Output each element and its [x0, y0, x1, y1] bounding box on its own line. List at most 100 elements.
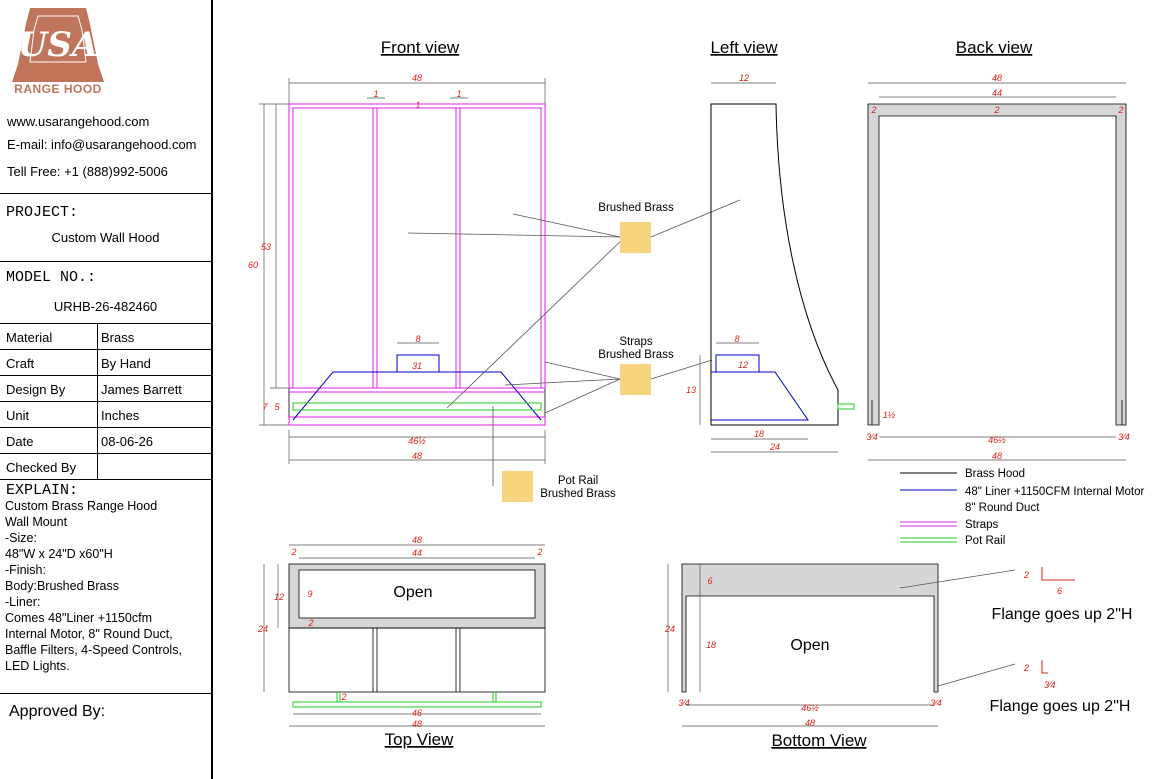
- dim-label: 60: [248, 260, 258, 270]
- dim-label: 48: [412, 535, 422, 545]
- legend-label: Straps: [965, 519, 998, 531]
- website[interactable]: www.usarangehood.com: [7, 114, 150, 129]
- title-block: USA RANGE HOOD www.usarangehood.com E-ma…: [0, 0, 213, 779]
- explain-line: 48"W x 24"D x60"H: [5, 547, 113, 561]
- spec-key: Design By: [6, 382, 66, 397]
- legend: Brass Hood 48" Liner +1150CFM Internal M…: [900, 468, 1145, 547]
- dim-label: 48: [412, 719, 422, 729]
- dim-label: 24: [664, 624, 675, 634]
- left-view: 12 8 12 13 18 24: [686, 73, 855, 453]
- flange-detail-1: 2 6 Flange goes up 2"H: [992, 567, 1133, 623]
- divider: [0, 693, 211, 694]
- top-view-title: Top View: [385, 730, 454, 749]
- dim-label: 3⁄4: [1044, 680, 1056, 690]
- dim-label: 48: [805, 718, 815, 728]
- straps-label: Straps: [619, 336, 652, 348]
- dim-label: 1½: [883, 410, 896, 420]
- phone: Tell Free: +1 (888)992-5006: [7, 164, 168, 179]
- dim-label: 12: [738, 360, 748, 370]
- dim-label: 48: [992, 73, 1002, 83]
- liner: [292, 354, 542, 421]
- dim-label: 46½: [801, 703, 819, 713]
- dim-label: 2: [993, 105, 999, 115]
- front-view-title: Front view: [381, 38, 460, 57]
- dim-label: 46½: [988, 435, 1006, 445]
- spec-value: James Barrett: [101, 382, 182, 397]
- explain-line: Baffle Filters, 4-Speed Controls,: [5, 643, 182, 657]
- dim-label: 1: [415, 100, 420, 110]
- spec-row: Design By James Barrett: [0, 376, 211, 402]
- legend-label: 48" Liner +1150CFM Internal Motor: [965, 486, 1145, 498]
- spec-value: Brass: [101, 330, 135, 345]
- explain-line: Internal Motor, 8" Round Duct,: [5, 627, 173, 641]
- explain-line: -Liner:: [5, 595, 41, 609]
- bottom-view: 6 18 Open 24 3⁄4 3⁄4 46½ 48: [664, 563, 1016, 728]
- spec-key: Date: [6, 434, 34, 449]
- straps: [288, 103, 546, 426]
- explain-line: Custom Brass Range Hood: [5, 499, 158, 513]
- dim-label: 8: [734, 334, 739, 344]
- spec-value: 08-06-26: [101, 434, 154, 449]
- dim-label: 2: [1023, 570, 1029, 580]
- dim-label: 2: [290, 547, 296, 557]
- flange-note-2: Flange goes up 2"H: [990, 698, 1131, 715]
- brushed-brass-label: Brushed Brass: [598, 202, 674, 214]
- explain-line: LED Lights.: [5, 659, 70, 673]
- dim-label: 2: [340, 692, 346, 702]
- dim-label: 2: [1023, 663, 1029, 673]
- dim-label: 3⁄4: [930, 698, 942, 708]
- dim-label: 1: [456, 89, 461, 99]
- spec-value: By Hand: [101, 356, 151, 371]
- drawing-area: Front view Left view Back view Top View …: [248, 38, 1145, 750]
- flange-detail-2: 2 3⁄4 Flange goes up 2"H: [990, 660, 1131, 715]
- spec-row: Craft By Hand: [0, 350, 211, 376]
- legend-label: 8" Round Duct: [965, 502, 1040, 514]
- dim-label: 48: [412, 73, 422, 83]
- dim-label: 48: [412, 451, 422, 461]
- dim-label: 3⁄4: [1118, 432, 1130, 442]
- project-label: PROJECT:: [6, 204, 79, 221]
- divider: [0, 193, 211, 194]
- dim-label: 9: [307, 589, 312, 599]
- explain-line: -Finish:: [5, 563, 46, 577]
- dim-label: 2: [307, 618, 313, 628]
- logo-icon: USA: [12, 8, 104, 82]
- back-view: 48 44 2 2 2 1½ 3⁄4 3⁄4 46½ 48: [866, 73, 1130, 461]
- legend-label: Brass Hood: [965, 468, 1025, 480]
- straps-finish-label: Brushed Brass: [598, 349, 674, 361]
- explain-label: EXPLAIN:: [6, 482, 79, 499]
- pot-rail-label: Pot Rail: [558, 475, 598, 487]
- dim-label: 18: [754, 429, 764, 439]
- dim-label: 44: [992, 88, 1002, 98]
- dim-label: 13: [686, 385, 696, 395]
- left-view-title: Left view: [710, 38, 778, 57]
- dim-label: 3⁄4: [866, 432, 878, 442]
- dim-label: 5: [274, 402, 280, 412]
- dim-label: 6: [707, 576, 712, 586]
- flange-note-1: Flange goes up 2"H: [992, 606, 1133, 623]
- spec-row: Checked By: [0, 454, 211, 480]
- spec-key: Craft: [6, 356, 35, 371]
- explain-line: -Size:: [5, 531, 37, 545]
- open-label: Open: [790, 637, 829, 654]
- front-view: 48 1 1 1 60 53 7 5 31 8: [248, 73, 546, 464]
- company-logo: USA RANGE HOOD: [8, 4, 108, 96]
- project-value: Custom Wall Hood: [51, 230, 160, 245]
- spec-row: Material Brass: [0, 324, 211, 350]
- explain-line: Body:Brushed Brass: [5, 579, 119, 593]
- divider: [0, 323, 211, 324]
- dim-label: 2: [870, 105, 876, 115]
- open-label: Open: [393, 584, 432, 601]
- dim-label: 24: [769, 442, 780, 452]
- dim-label: 46: [412, 708, 422, 718]
- model-value: URHB-26-482460: [53, 299, 158, 314]
- logo-name: RANGE HOOD: [14, 82, 102, 96]
- spec-key: Material: [6, 330, 53, 345]
- pot-rail: [292, 402, 542, 411]
- dim-label: 2: [536, 547, 542, 557]
- email[interactable]: E-mail: info@usarangehood.com: [7, 137, 197, 152]
- straps-swatch: [620, 364, 651, 395]
- liner-side: [711, 354, 809, 421]
- dim-label: 8: [415, 334, 420, 344]
